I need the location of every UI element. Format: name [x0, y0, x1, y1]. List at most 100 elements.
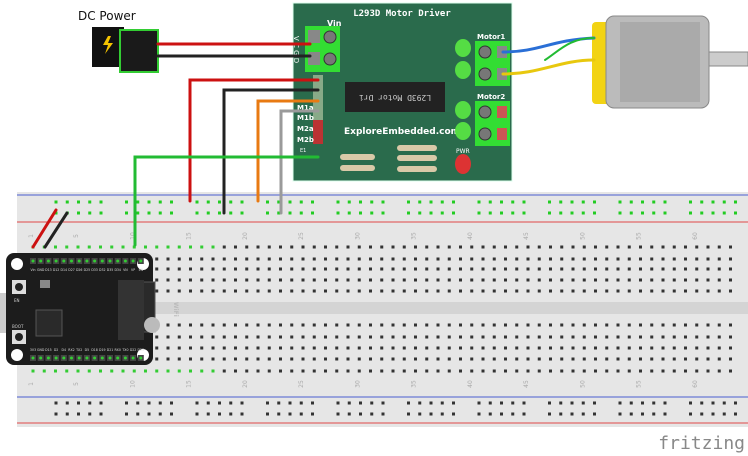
power-rail-hole[interactable]: [99, 200, 103, 204]
breadboard-hole[interactable]: [177, 323, 181, 327]
breadboard-hole[interactable]: [605, 278, 609, 282]
breadboard-hole[interactable]: [639, 335, 642, 339]
power-rail-hole[interactable]: [570, 412, 574, 416]
power-rail-hole[interactable]: [522, 200, 526, 204]
breadboard-hole[interactable]: [627, 357, 631, 361]
breadboard-hole[interactable]: [189, 245, 192, 249]
breadboard-hole[interactable]: [245, 257, 249, 261]
power-rail-hole[interactable]: [381, 200, 385, 204]
breadboard-hole[interactable]: [639, 346, 642, 350]
breadboard-hole[interactable]: [267, 346, 271, 350]
breadboard-hole[interactable]: [650, 245, 654, 249]
breadboard-hole[interactable]: [144, 369, 147, 373]
breadboard-hole[interactable]: [560, 369, 564, 373]
breadboard-hole[interactable]: [335, 267, 339, 271]
power-rail-hole[interactable]: [663, 200, 667, 204]
breadboard-hole[interactable]: [414, 257, 417, 261]
breadboard-hole[interactable]: [279, 278, 282, 282]
breadboard-hole[interactable]: [177, 267, 181, 271]
breadboard-hole[interactable]: [537, 323, 541, 327]
breadboard-hole[interactable]: [582, 289, 586, 293]
breadboard-hole[interactable]: [537, 267, 541, 271]
breadboard-hole[interactable]: [357, 346, 361, 350]
power-rail-hole[interactable]: [581, 412, 585, 416]
breadboard-hole[interactable]: [627, 245, 631, 249]
breadboard-hole[interactable]: [582, 323, 586, 327]
breadboard-hole[interactable]: [211, 346, 215, 350]
breadboard-hole[interactable]: [459, 267, 462, 271]
power-rail-hole[interactable]: [266, 200, 269, 204]
breadboard-hole[interactable]: [200, 245, 204, 249]
power-rail-hole[interactable]: [663, 412, 667, 416]
power-rail-hole[interactable]: [511, 200, 515, 204]
power-rail-hole[interactable]: [311, 412, 314, 416]
power-rail-hole[interactable]: [336, 401, 340, 405]
power-rail-hole[interactable]: [206, 401, 210, 405]
power-rail-hole[interactable]: [488, 211, 492, 215]
breadboard-hole[interactable]: [639, 323, 642, 327]
breadboard-hole[interactable]: [616, 323, 620, 327]
power-rail-hole[interactable]: [65, 200, 69, 204]
breadboard-hole[interactable]: [492, 289, 496, 293]
breadboard-hole[interactable]: [357, 369, 361, 373]
breadboard-hole[interactable]: [526, 289, 530, 293]
power-rail-hole[interactable]: [522, 211, 526, 215]
breadboard-hole[interactable]: [290, 335, 294, 339]
breadboard-hole[interactable]: [177, 346, 181, 350]
breadboard-hole[interactable]: [594, 267, 597, 271]
power-rail-hole[interactable]: [359, 211, 362, 215]
breadboard-hole[interactable]: [492, 346, 496, 350]
breadboard-hole[interactable]: [526, 323, 530, 327]
breadboard-hole[interactable]: [256, 357, 260, 361]
breadboard-hole[interactable]: [279, 245, 282, 249]
power-rail-hole[interactable]: [170, 211, 173, 215]
breadboard-hole[interactable]: [526, 335, 530, 339]
breadboard-hole[interactable]: [459, 357, 462, 361]
breadboard-hole[interactable]: [99, 369, 102, 373]
breadboard-hole[interactable]: [447, 278, 451, 282]
breadboard-hole[interactable]: [481, 357, 485, 361]
power-rail-hole[interactable]: [593, 412, 596, 416]
breadboard-hole[interactable]: [492, 257, 496, 261]
breadboard-hole[interactable]: [222, 346, 226, 350]
breadboard-hole[interactable]: [616, 278, 620, 282]
breadboard-hole[interactable]: [436, 357, 440, 361]
power-rail-hole[interactable]: [689, 412, 692, 416]
power-rail-hole[interactable]: [711, 401, 715, 405]
power-rail-hole[interactable]: [299, 211, 303, 215]
breadboard-hole[interactable]: [391, 257, 395, 261]
breadboard-hole[interactable]: [346, 346, 350, 350]
power-rail-hole[interactable]: [158, 200, 162, 204]
breadboard-hole[interactable]: [402, 346, 406, 350]
breadboard-hole[interactable]: [200, 335, 204, 339]
power-rail-hole[interactable]: [77, 401, 80, 405]
breadboard-hole[interactable]: [65, 369, 69, 373]
breadboard-hole[interactable]: [436, 257, 440, 261]
breadboard-hole[interactable]: [672, 278, 676, 282]
power-rail-hole[interactable]: [581, 401, 585, 405]
breadboard-hole[interactable]: [436, 245, 440, 249]
breadboard-hole[interactable]: [684, 346, 687, 350]
breadboard-hole[interactable]: [290, 346, 294, 350]
breadboard-hole[interactable]: [425, 289, 429, 293]
breadboard-hole[interactable]: [650, 357, 654, 361]
breadboard-hole[interactable]: [324, 278, 327, 282]
breadboard-hole[interactable]: [402, 357, 406, 361]
breadboard-hole[interactable]: [627, 289, 631, 293]
power-rail-hole[interactable]: [229, 401, 233, 405]
breadboard-hole[interactable]: [605, 257, 609, 261]
power-rail-hole[interactable]: [548, 211, 551, 215]
breadboard-hole[interactable]: [346, 357, 350, 361]
breadboard-hole[interactable]: [560, 357, 564, 361]
power-rail-hole[interactable]: [88, 200, 92, 204]
breadboard-hole[interactable]: [357, 257, 361, 261]
power-rail-hole[interactable]: [522, 412, 526, 416]
breadboard-hole[interactable]: [605, 289, 609, 293]
breadboard-hole[interactable]: [549, 369, 552, 373]
breadboard-hole[interactable]: [706, 289, 710, 293]
breadboard-hole[interactable]: [380, 257, 384, 261]
power-rail-hole[interactable]: [99, 401, 103, 405]
breadboard-hole[interactable]: [346, 369, 350, 373]
power-rail-hole[interactable]: [65, 401, 69, 405]
breadboard-hole[interactable]: [526, 369, 530, 373]
